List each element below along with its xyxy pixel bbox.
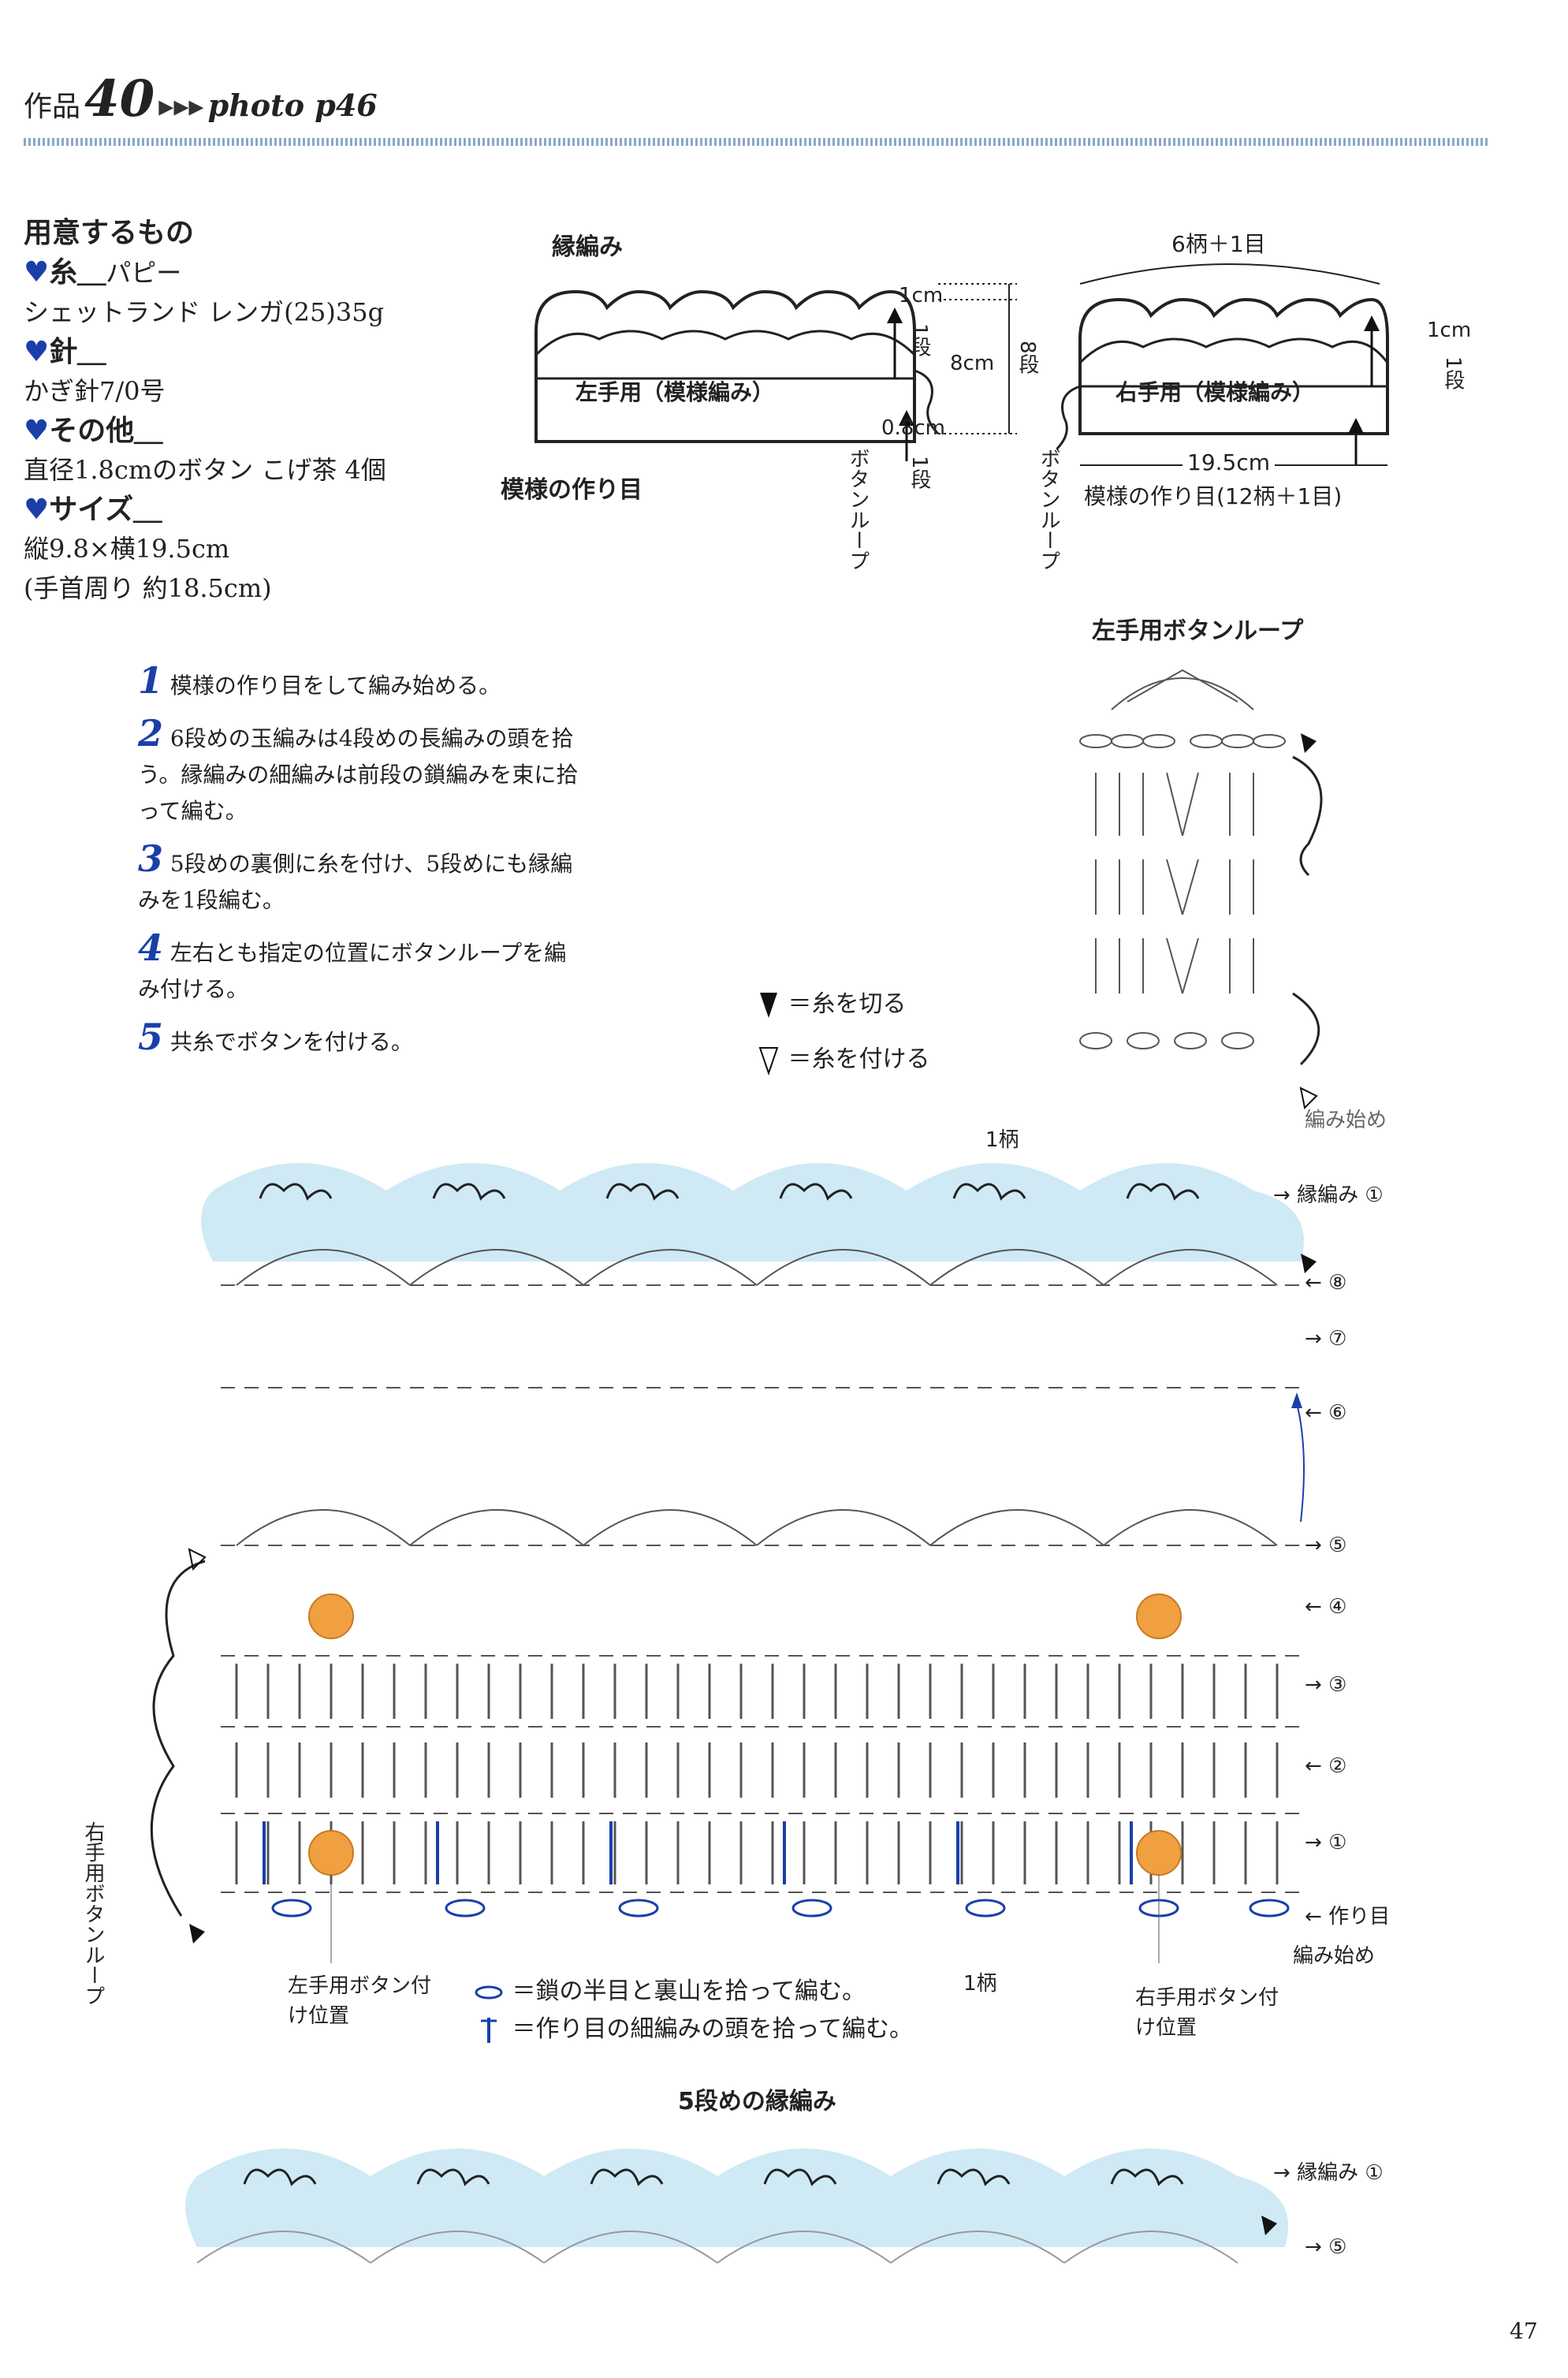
row-label-edge: → 縁編み ① <box>1273 1183 1384 1207</box>
main-chart-diagram <box>150 1163 1317 1963</box>
materials-title: 用意するもの <box>24 216 195 249</box>
right-dim-1dan: 1段 <box>1441 356 1465 390</box>
needle-desc: かぎ針7/0号 <box>24 376 166 406</box>
photo-ref: photo p46 <box>207 88 378 123</box>
step-item: 5 共糸でボタンを付ける。 <box>138 1016 413 1058</box>
right-schematic-diagram <box>1056 263 1389 466</box>
size-note: (手首周り 約18.5cm) <box>24 573 272 603</box>
heart-icon: ♥ <box>24 414 50 447</box>
loop-chart-start: 編み始め <box>1305 1109 1387 1132</box>
legend-cut: ＝糸を切る <box>757 984 907 1021</box>
work-number: 40 <box>84 69 155 129</box>
right-button-label: 右手用ボタン付け位置 <box>1135 1986 1279 2040</box>
step-item: 3 5段めの裏側に糸を付け、5段めにも縁編みを1段編む。 <box>138 837 573 913</box>
note-sc: ＝作り目の細編みの頭を拾って編む。 <box>473 2009 913 2046</box>
left-dim-08cm: 0.8cm <box>881 416 945 440</box>
materials-block: 用意するもの ♥糸＿パピー シェットランド レンガ(25)35g ♥針＿ かぎ針… <box>24 213 386 608</box>
row-label-8: ← ⑧ <box>1305 1271 1347 1295</box>
attach-triangle-icon <box>758 1046 779 1075</box>
edge-chart-title: 5段めの縁編み <box>678 2088 836 2115</box>
right-top-label: 6柄＋1目 <box>1167 227 1271 259</box>
left-dim-1dan-b: 1段 <box>907 456 931 490</box>
main-start-label: 編み始め <box>1293 1944 1376 1968</box>
right-body-label: 右手用（模様編み） <box>1115 379 1315 405</box>
yarn-brand: パピー <box>106 258 182 288</box>
page-number: 47 <box>1510 2318 1538 2344</box>
step-item: 1 模様の作り目をして編み始める。 <box>138 659 501 702</box>
edge-chart-diagram <box>185 2149 1288 2264</box>
left-edge-label: 縁編み <box>552 233 623 261</box>
main-repeat-bottom: 1柄 <box>963 1972 997 1996</box>
row-label-7: → ⑦ <box>1305 1327 1347 1351</box>
loop-chart-diagram <box>1079 669 1323 1110</box>
steps-list: 1 模様の作り目をして編み始める。 2 6段めの玉編みは4段めの長編みの頭を拾う… <box>138 662 579 1060</box>
sc-symbol-icon <box>481 2018 497 2043</box>
left-loop-label: ボタンループ <box>846 448 870 571</box>
loop-chart-title: 左手用ボタンループ <box>1092 617 1304 645</box>
row-label-4: ← ④ <box>1305 1595 1347 1619</box>
header-rule <box>24 138 1490 146</box>
edge-row-label-edge: → 縁編み ① <box>1273 2161 1384 2185</box>
row-label-6: ← ⑥ <box>1305 1401 1347 1425</box>
work-label: 作品 <box>24 91 81 123</box>
heart-icon: ♥ <box>24 255 50 289</box>
needle-heading: 針＿ <box>49 335 106 368</box>
other-heading: その他＿ <box>49 414 163 447</box>
edge-row-label-5: → ⑤ <box>1305 2235 1347 2259</box>
other-desc: 直径1.8cmのボタン こげ茶 4個 <box>24 455 386 485</box>
legend-attach: ＝糸を付ける <box>757 1039 930 1076</box>
left-button-label: 左手用ボタン付け位置 <box>288 1974 432 2028</box>
left-dim-8dan: 8段 <box>1015 341 1039 375</box>
yarn-heading: 糸＿ <box>49 255 106 289</box>
step-item: 2 6段めの玉編みは4段めの長編みの頭を拾う。縁編みの細編みは前段の鎖編みを束に… <box>138 712 579 824</box>
right-loop-label: ボタンループ <box>1037 448 1060 571</box>
right-dim-1cm: 1cm <box>1427 319 1472 342</box>
heart-icon: ♥ <box>24 493 50 526</box>
main-repeat-top: 1柄 <box>985 1128 1019 1152</box>
left-start-label: 模様の作り目 <box>501 476 642 504</box>
row-label-3: → ③ <box>1305 1673 1347 1697</box>
step-item: 4 左右とも指定の位置にボタンループを編み付ける。 <box>138 926 567 1002</box>
left-dim-1dan-a: 1段 <box>907 323 931 357</box>
left-schematic-diagram <box>534 289 940 461</box>
row-label-1: → ① <box>1305 1831 1347 1854</box>
left-dim-8cm: 8cm <box>950 352 995 375</box>
right-start-label: 模様の作り目(12柄＋1目) <box>1084 483 1343 509</box>
size-heading: サイズ＿ <box>49 493 162 526</box>
left-dim-lines <box>938 283 1017 434</box>
photo-arrows: ▸▸▸ <box>158 88 204 123</box>
yarn-desc: シェットランド レンガ(25)35g <box>24 297 385 327</box>
chain-symbol-icon <box>475 1985 503 2000</box>
right-loop-side-label: 右手用ボタンループ <box>81 1821 105 2006</box>
page-header: 作品 40 ▸▸▸ photo p46 <box>24 69 378 129</box>
left-body-label: 左手用（模様編み） <box>575 379 775 405</box>
left-dim-1cm: 1cm <box>899 284 944 308</box>
size-desc: 縦9.8×横19.5cm <box>24 534 230 564</box>
right-width: 19.5cm <box>1183 449 1276 475</box>
note-chain: ＝鎖の半目と裏山を拾って編む。 <box>473 1971 866 2006</box>
row-label-5: → ⑤ <box>1305 1534 1347 1557</box>
row-label-2: ← ② <box>1305 1754 1347 1778</box>
heart-icon: ♥ <box>24 335 50 368</box>
cut-triangle-icon <box>760 992 777 1018</box>
row-label-foundation: ← 作り目 <box>1305 1905 1391 1929</box>
